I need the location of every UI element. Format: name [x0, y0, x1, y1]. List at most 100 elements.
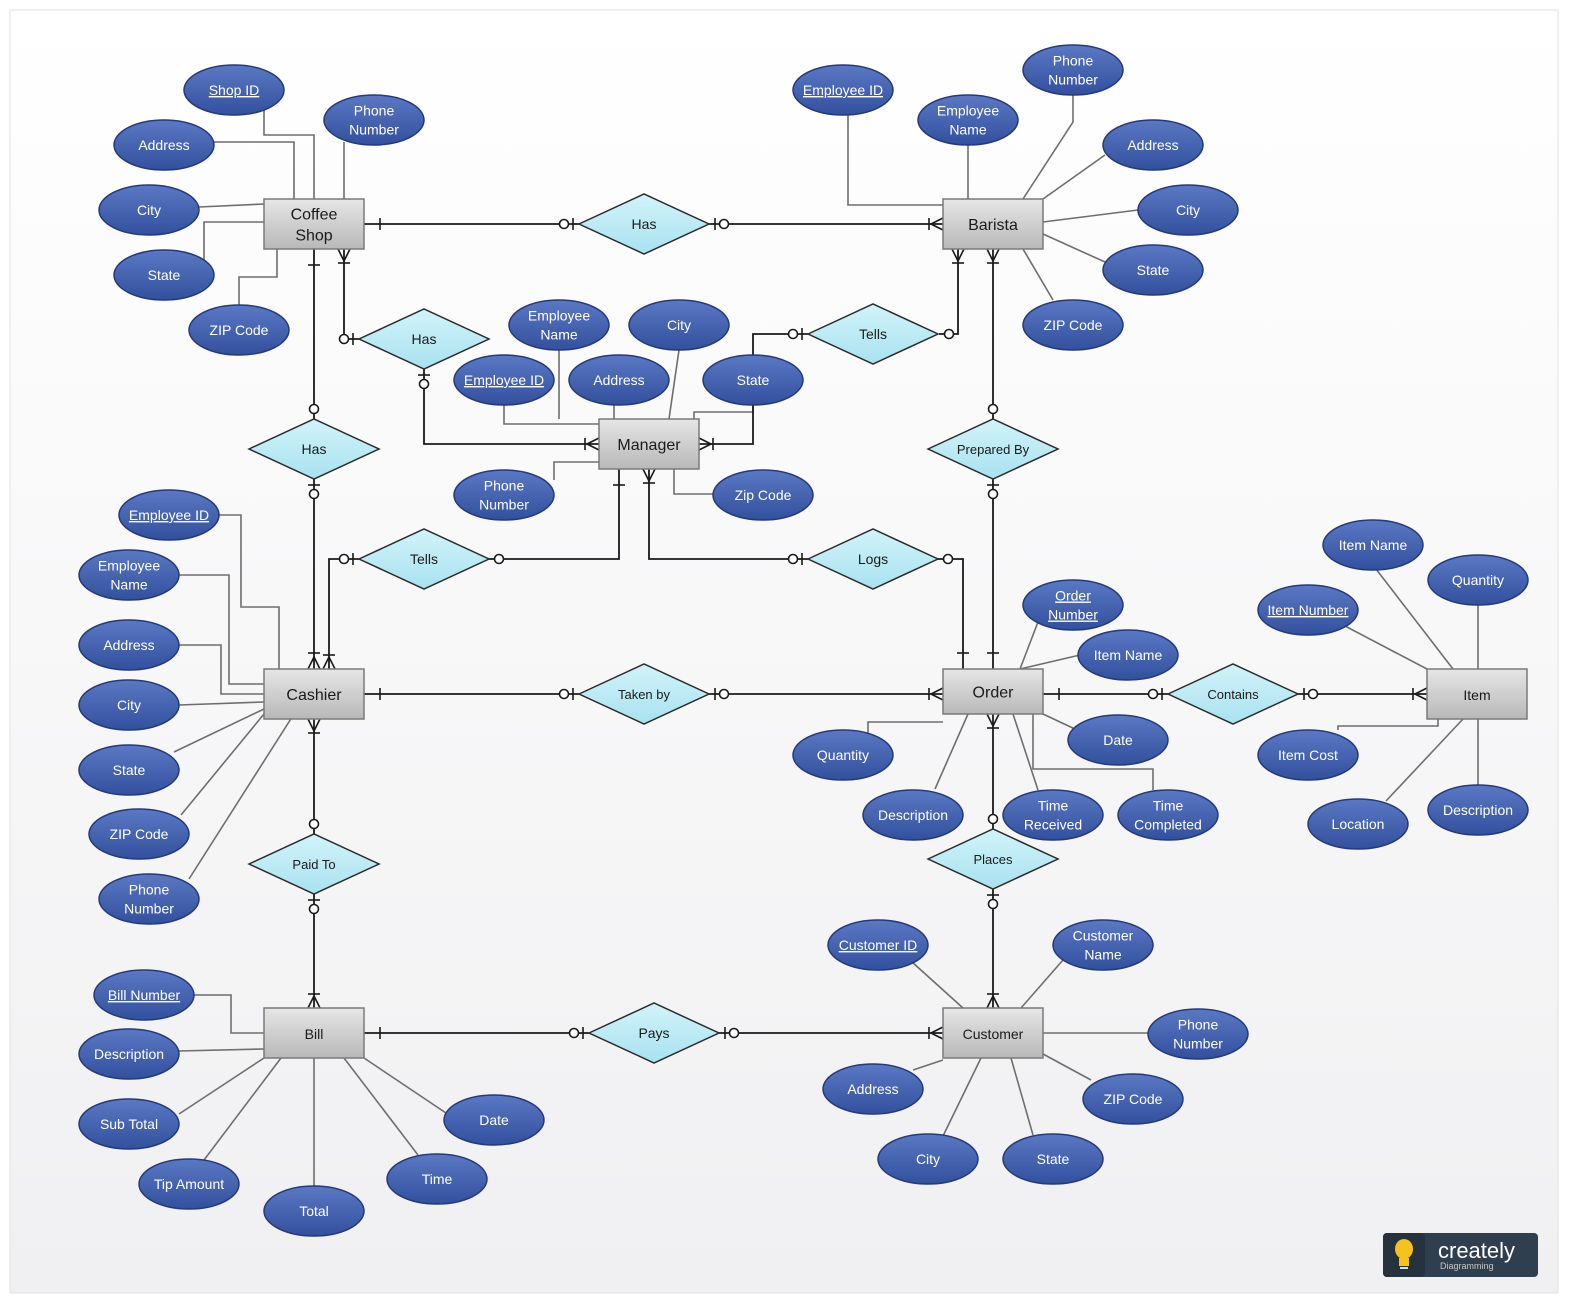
- entity-item[interactable]: Item: [1426, 668, 1528, 720]
- relationship-contains[interactable]: Contains: [1166, 663, 1300, 725]
- attribute-i-item-cost[interactable]: Item Cost: [1257, 729, 1359, 781]
- relationship-places[interactable]: Places: [926, 828, 1060, 890]
- cardinality-marker-crow: [986, 993, 1000, 1009]
- attribute-cs-address[interactable]: Address: [113, 119, 215, 171]
- attribute-bl-sub-total[interactable]: Sub Total: [78, 1098, 180, 1150]
- key-attribute-label: Employee ID: [464, 372, 544, 388]
- cardinality-marker-obar: [1147, 688, 1163, 700]
- attribute-m-state[interactable]: State: [702, 354, 804, 406]
- entity-manager[interactable]: Manager: [598, 418, 700, 470]
- relationship-prepared-by[interactable]: Prepared By: [926, 418, 1060, 480]
- attribute-cu-zip[interactable]: ZIP Code: [1082, 1073, 1184, 1125]
- relationship-logs-manager-order[interactable]: Logs: [806, 528, 940, 590]
- key-attribute-label: Customer ID: [839, 937, 918, 953]
- attribute-label: Quantity: [817, 747, 869, 763]
- attribute-label: Date: [479, 1112, 509, 1128]
- attribute-cu-customer-id[interactable]: Customer ID: [827, 919, 929, 971]
- entity-barista[interactable]: Barista: [942, 198, 1044, 250]
- attribute-bl-time[interactable]: Time: [386, 1153, 488, 1205]
- relationship-has-shop-cashier[interactable]: Has: [247, 418, 381, 480]
- relationship-tells-cashier-manager[interactable]: Tells: [357, 528, 491, 590]
- attribute-bl-tip-amount[interactable]: Tip Amount: [138, 1158, 240, 1210]
- watermark-sub: Diagramming: [1440, 1261, 1494, 1271]
- attribute-cu-state[interactable]: State: [1002, 1133, 1104, 1185]
- cardinality-marker-crow: [951, 248, 965, 264]
- attribute-i-location[interactable]: Location: [1307, 798, 1409, 850]
- attribute-o-quantity[interactable]: Quantity: [792, 729, 894, 781]
- entity-cashier[interactable]: Cashier: [263, 668, 365, 720]
- attribute-m-zip[interactable]: Zip Code: [712, 469, 814, 521]
- attribute-cs-state[interactable]: State: [113, 249, 215, 301]
- attribute-b-emp-id[interactable]: Employee ID: [792, 64, 894, 116]
- attribute-label: Name: [949, 122, 987, 138]
- attribute-c-state[interactable]: State: [78, 744, 180, 796]
- attribute-m-city[interactable]: City: [628, 299, 730, 351]
- relationship-has-shop-manager[interactable]: Has: [357, 308, 491, 370]
- attribute-c-address[interactable]: Address: [78, 619, 180, 671]
- attribute-b-zip[interactable]: ZIP Code: [1022, 299, 1124, 351]
- attribute-o-item-name[interactable]: Item Name: [1077, 629, 1179, 681]
- cardinality-marker-obar: [714, 218, 730, 230]
- relationship-paid-to[interactable]: Paid To: [247, 833, 381, 895]
- cardinality-marker-crowbar: [307, 652, 321, 670]
- entity-order[interactable]: Order: [942, 668, 1044, 715]
- attribute-cu-address[interactable]: Address: [822, 1063, 924, 1115]
- attribute-connector: [1337, 719, 1439, 730]
- attribute-cs-city[interactable]: City: [98, 184, 200, 236]
- attribute-cs-zip[interactable]: ZIP Code: [188, 304, 290, 356]
- relationship-tells-manager-barista[interactable]: Tells: [806, 303, 940, 365]
- entity-label: Bill: [305, 1026, 324, 1042]
- attribute-cu-city[interactable]: City: [877, 1133, 979, 1185]
- attribute-c-zip[interactable]: ZIP Code: [88, 808, 190, 860]
- cardinality-marker-obar: [558, 688, 574, 700]
- attribute-o-description[interactable]: Description: [862, 789, 964, 841]
- relationship-taken-by[interactable]: Taken by: [577, 663, 711, 725]
- attribute-m-emp-id[interactable]: Employee ID: [453, 354, 555, 406]
- relationship-pays[interactable]: Pays: [587, 1002, 721, 1064]
- attribute-bl-date[interactable]: Date: [443, 1094, 545, 1146]
- attribute-connector: [1020, 959, 1064, 1009]
- attribute-i-quantity[interactable]: Quantity: [1427, 554, 1529, 606]
- attribute-b-address[interactable]: Address: [1102, 119, 1204, 171]
- attribute-cs-shop-id[interactable]: Shop ID: [183, 64, 285, 116]
- attribute-o-date[interactable]: Date: [1067, 714, 1169, 766]
- attribute-label: Phone: [129, 882, 170, 898]
- attribute-c-city[interactable]: City: [78, 679, 180, 731]
- entity-label: Manager: [617, 437, 681, 454]
- cardinality-marker-ocircle: [987, 403, 999, 415]
- attribute-bl-bill-number[interactable]: Bill Number: [93, 969, 195, 1021]
- attribute-b-state[interactable]: State: [1102, 244, 1204, 296]
- attribute-i-description[interactable]: Description: [1427, 784, 1529, 836]
- cardinality-marker-crow: [322, 654, 336, 670]
- attribute-i-item-name[interactable]: Item Name: [1322, 519, 1424, 571]
- attribute-i-item-number[interactable]: Item Number: [1257, 584, 1359, 636]
- attribute-label: Address: [103, 637, 154, 653]
- attribute-label: Name: [1084, 947, 1122, 963]
- cardinality-marker-obar: [787, 328, 803, 340]
- attribute-m-address[interactable]: Address: [568, 354, 670, 406]
- entity-bill[interactable]: Bill: [263, 1007, 365, 1059]
- attribute-bl-total[interactable]: Total: [263, 1185, 365, 1237]
- entity-customer[interactable]: Customer: [942, 1007, 1044, 1059]
- attribute-b-city[interactable]: City: [1137, 184, 1239, 236]
- attribute-c-emp-id[interactable]: Employee ID: [118, 489, 220, 541]
- attribute-label: Tip Amount: [154, 1176, 224, 1192]
- attribute-connector: [214, 141, 295, 199]
- attribute-bl-description[interactable]: Description: [78, 1028, 180, 1080]
- relationship-label: Has: [302, 441, 327, 457]
- attribute-connector: [503, 405, 599, 425]
- relationship-has-shop-barista[interactable]: Has: [577, 193, 711, 255]
